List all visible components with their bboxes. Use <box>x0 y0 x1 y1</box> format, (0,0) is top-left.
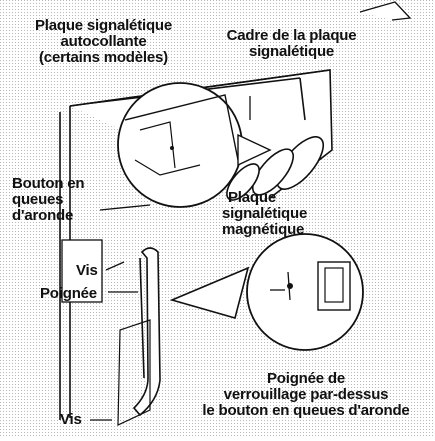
handle <box>132 247 161 417</box>
label-top-lock-handle: Poignée de verrouillage par-dessus le bo… <box>202 370 410 419</box>
label-screw-top: Vis <box>76 262 98 279</box>
pointer-arrow-2 <box>169 266 250 319</box>
corner-fragment <box>359 1 412 21</box>
label-plate-frame: Cadre de la plaque signalétique <box>226 27 357 60</box>
label-magnetic-plate: Plaque signalétique magnétique <box>222 189 308 238</box>
label-handle: Poignée <box>40 285 97 302</box>
label-adhesive-plate: Plaque signalétique autocollante (certai… <box>34 17 173 66</box>
vis-panel <box>61 239 103 303</box>
label-screw-bottom: Vis <box>60 411 82 428</box>
magnetic-plate <box>226 136 324 201</box>
magnifier-lock <box>246 233 364 351</box>
handle-housing <box>117 319 151 426</box>
magnifier-plate-frame <box>117 82 243 208</box>
label-dovetail-button: Bouton en queues d'aronde <box>12 175 85 224</box>
leader-lines <box>90 96 251 421</box>
pointer-arrow-1 <box>237 133 272 167</box>
